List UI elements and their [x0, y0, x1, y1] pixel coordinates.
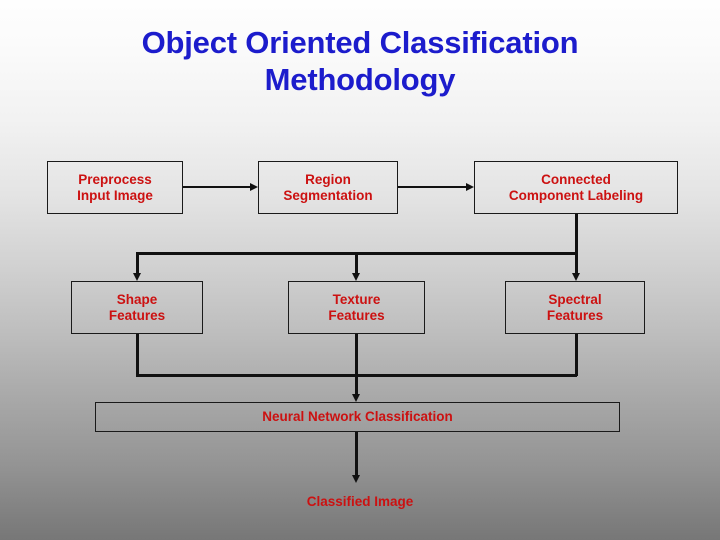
connector-bus-to-texture-features — [355, 252, 358, 274]
node-region-segmentation[interactable]: Region Segmentation — [258, 161, 398, 214]
connector-bus-to-spectral-features — [575, 252, 578, 274]
page-title-line-2: Methodology — [264, 62, 456, 97]
connector-connected-down-stem — [575, 214, 578, 254]
node-shape-features-label: Shape Features — [109, 292, 165, 324]
node-connected-component-labeling-label: Connected Component Labeling — [509, 172, 643, 204]
node-classified-image: Classified Image — [0, 494, 720, 510]
arrowhead-preprocess-to-region-icon — [250, 182, 258, 191]
node-region-segmentation-label: Region Segmentation — [283, 172, 372, 204]
node-region-segmentation-line-2: Segmentation — [283, 187, 373, 203]
page-title-line-1: Object Oriented Classification — [141, 25, 579, 60]
node-preprocess-input-image-line-2: Input Image — [77, 187, 153, 203]
node-shape-features[interactable]: Shape Features — [71, 281, 203, 334]
node-texture-features-label: Texture Features — [328, 292, 384, 324]
node-classified-image-label: Classified Image — [306, 494, 414, 509]
arrowhead-bus-to-spectral-features-icon — [571, 273, 580, 281]
connector-spectral-features-down-stem — [575, 334, 578, 376]
page-title: Object Oriented Classification Methodolo… — [0, 24, 720, 98]
connector-neural-network-to-classified-image — [355, 432, 358, 477]
node-neural-network-classification[interactable]: Neural Network Classification — [95, 402, 620, 432]
node-preprocess-input-image[interactable]: Preprocess Input Image — [47, 161, 183, 214]
connector-shape-features-down-stem — [136, 334, 139, 376]
arrowhead-merge-to-neural-network-icon — [351, 394, 360, 402]
connector-texture-features-down-stem — [355, 334, 358, 396]
arrowhead-region-to-connected-icon — [466, 182, 474, 191]
node-texture-features-line-1: Texture — [332, 291, 381, 307]
connector-region-to-connected — [398, 186, 466, 188]
node-spectral-features-line-1: Spectral — [548, 291, 602, 307]
connector-preprocess-to-region — [183, 186, 250, 188]
node-preprocess-input-image-label: Preprocess Input Image — [77, 172, 153, 204]
node-texture-features[interactable]: Texture Features — [288, 281, 425, 334]
node-shape-features-line-2: Features — [108, 307, 166, 323]
node-neural-network-classification-label: Neural Network Classification — [262, 409, 453, 424]
node-preprocess-input-image-line-1: Preprocess — [78, 171, 152, 187]
arrowhead-bus-to-shape-features-icon — [132, 273, 141, 281]
node-spectral-features-line-2: Features — [546, 307, 604, 323]
node-shape-features-line-1: Shape — [116, 291, 158, 307]
node-spectral-features[interactable]: Spectral Features — [505, 281, 645, 334]
node-spectral-features-label: Spectral Features — [547, 292, 603, 324]
node-region-segmentation-line-1: Region — [305, 171, 351, 187]
arrowhead-to-classified-image-icon — [351, 475, 360, 483]
node-connected-component-labeling[interactable]: Connected Component Labeling — [474, 161, 678, 214]
node-connected-component-labeling-line-2: Component Labeling — [508, 187, 644, 203]
arrowhead-bus-to-texture-features-icon — [351, 273, 360, 281]
node-texture-features-line-2: Features — [328, 307, 385, 323]
connector-bus-to-shape-features — [136, 252, 139, 274]
node-connected-component-labeling-line-1: Connected — [541, 171, 611, 187]
